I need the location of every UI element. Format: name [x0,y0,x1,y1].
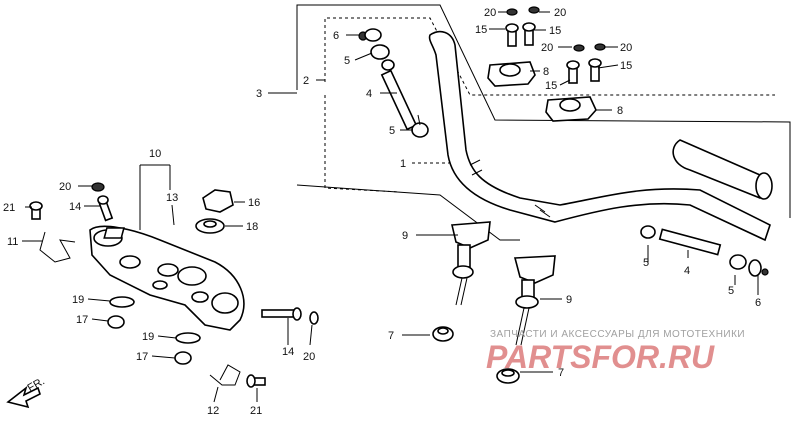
fork-top-bridge [89,225,245,331]
label-6a: 6 [333,30,339,42]
label-2: 2 [303,75,309,87]
label-12: 12 [207,405,219,417]
handlebar-pipe [428,30,771,242]
label-14b: 14 [282,346,294,358]
balancer-weight-lower [640,225,769,277]
label-8a: 8 [543,66,549,78]
label-5d: 5 [728,285,734,297]
label-17b: 17 [136,351,148,363]
handlebar-grip [672,139,773,200]
label-20b: 20 [303,351,315,363]
label-14a: 14 [69,201,81,213]
label-15c: 15 [620,60,632,72]
handlebar-holder-upper-a [487,61,536,87]
label-20f: 20 [620,42,632,54]
left-fasteners [29,182,319,388]
watermark-logo: PARTSFOR.RU [486,339,715,375]
balancer-weight-upper [358,28,429,138]
label-5a: 5 [344,55,350,67]
label-20a: 20 [59,181,71,193]
handlebar-holder-upper-b [545,96,597,122]
label-20e: 20 [541,42,553,54]
leader-lines [22,11,759,403]
label-9b: 9 [566,294,572,306]
label-21a: 21 [3,202,15,214]
handlebar-holder-lower-a [451,221,491,306]
label-9a: 9 [402,230,408,242]
watermark: ЗАПЧАСТИ И АКСЕССУАРЫ ДЛЯ МОТОТЕХНИКИ PA… [486,329,745,375]
label-16: 16 [248,197,260,209]
label-4a: 4 [366,88,372,100]
label-18: 18 [246,221,258,233]
label-6b: 6 [755,297,761,309]
part-labels: 1 2 3 4 4 5 5 5 5 6 6 7 7 8 8 9 9 10 11 … [3,7,761,417]
label-11: 11 [7,236,18,248]
label-20d: 20 [554,7,566,19]
label-5b: 5 [389,125,395,137]
label-20c: 20 [484,7,496,19]
holder-bolts [505,6,606,84]
label-7a: 7 [388,330,394,342]
label-8b: 8 [617,105,623,117]
handlebar-holder-lower-b [513,255,556,346]
label-15a: 15 [475,24,487,36]
label-7b: 7 [558,367,564,379]
steering-stem-nut [103,189,234,239]
wire-clamps [39,231,241,386]
front-arrow [6,385,41,409]
label-21b: 21 [250,405,262,417]
label-4b: 4 [684,265,690,277]
label-15d: 15 [545,80,557,92]
label-1: 1 [400,158,406,170]
label-19b: 19 [142,331,154,343]
label-3: 3 [256,88,262,100]
label-10: 10 [149,148,161,160]
rubber-cushions [432,326,520,384]
label-5c: 5 [643,257,649,269]
label-13: 13 [166,192,178,204]
label-15b: 15 [549,25,561,37]
label-17a: 17 [76,314,88,326]
front-marker-label: FR. [26,375,47,394]
label-19a: 19 [72,294,84,306]
watermark-caption: ЗАПЧАСТИ И АКСЕССУАРЫ ДЛЯ МОТОТЕХНИКИ [490,329,745,340]
assembly-outline [268,4,791,241]
